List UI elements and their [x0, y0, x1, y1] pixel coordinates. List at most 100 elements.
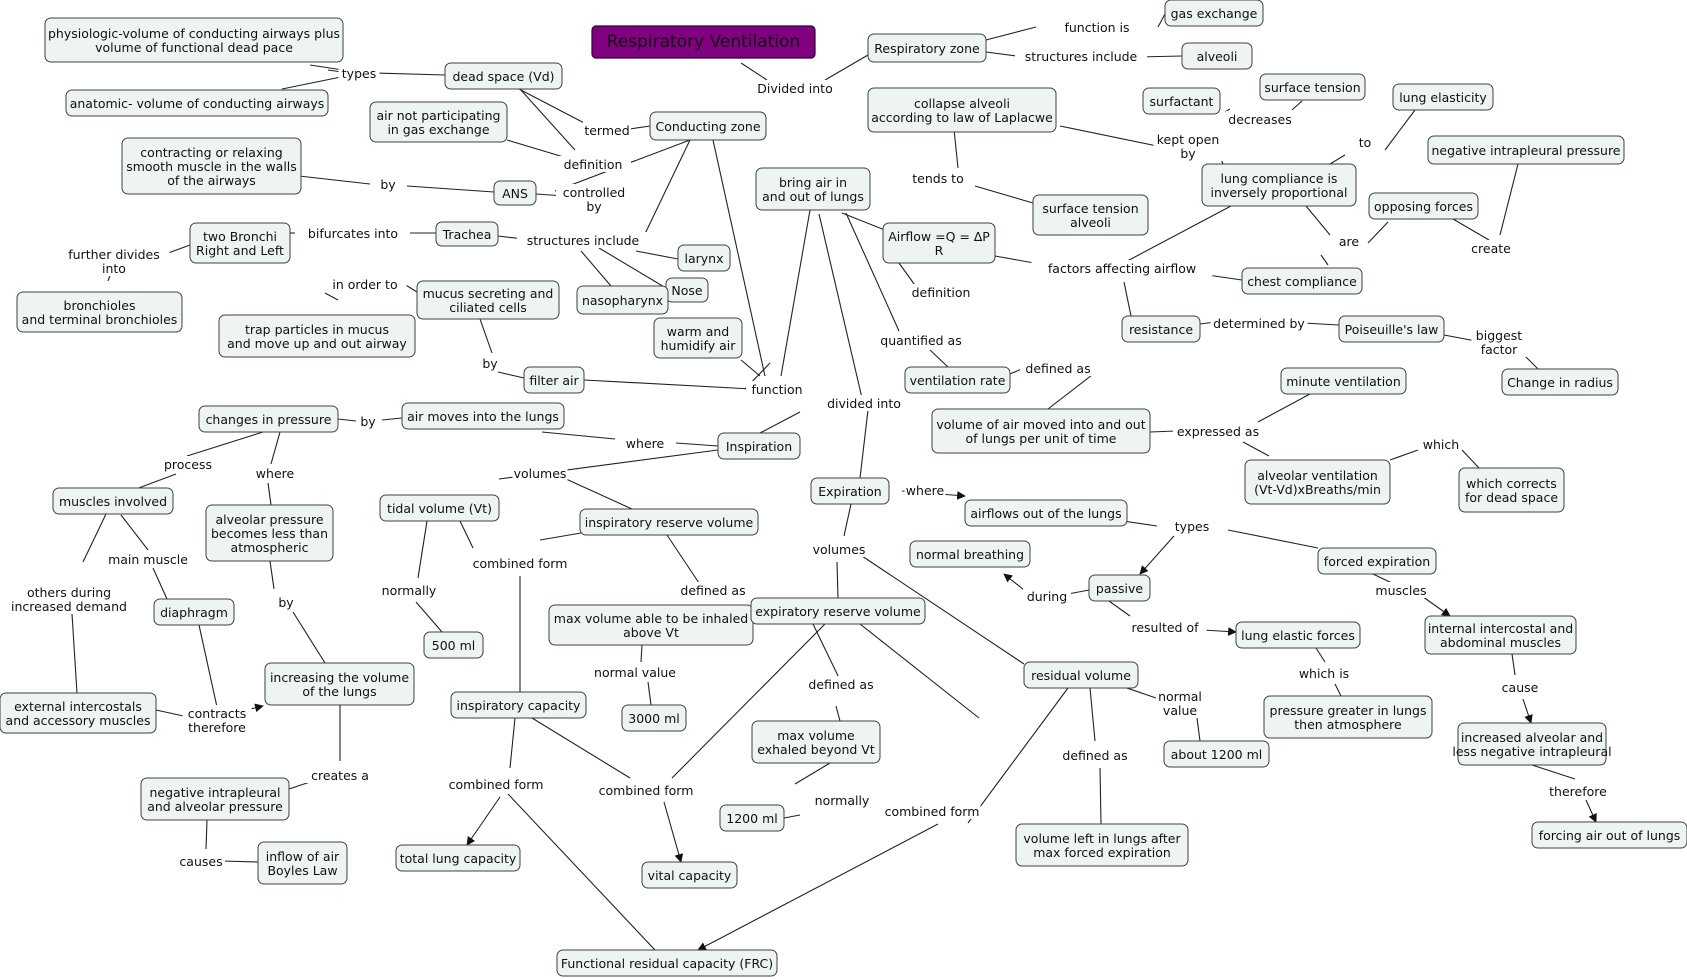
svg-text:combined form: combined form: [449, 777, 544, 792]
concept-passive: passive: [1088, 574, 1151, 602]
concept-filter: filter air: [523, 366, 585, 394]
svg-text:by: by: [278, 595, 294, 610]
concept-opposing: opposing forces: [1368, 192, 1479, 220]
svg-text:Respiratory zone: Respiratory zone: [874, 41, 980, 56]
connector-line: [759, 411, 801, 434]
connector-line: [507, 793, 656, 951]
connector-line: [135, 473, 177, 490]
connector-line: [1047, 374, 1093, 410]
connector-line: [281, 76, 342, 90]
svg-text:physiologic-volume of conducti: physiologic-volume of conducting airways…: [48, 26, 340, 55]
svg-text:tends to: tends to: [912, 171, 963, 186]
connector-line: [898, 262, 918, 289]
connector-line: [1302, 322, 1340, 326]
concept-airmoves: air moves into the lungs: [401, 402, 565, 430]
connector-line: [417, 520, 428, 579]
svg-text:Conducting zone: Conducting zone: [655, 119, 760, 134]
connector-line: [1108, 600, 1131, 617]
map-title: Respiratory Ventilation: [591, 25, 816, 59]
link-label-types-exp: types: [1171, 518, 1213, 534]
connector-line: [541, 431, 616, 440]
link-label-in-order-to: in order to: [323, 276, 407, 292]
link-label-where-exp: where: [904, 482, 946, 498]
connector-line: [1227, 529, 1319, 549]
connector-line: [186, 431, 264, 457]
connector-line: [583, 379, 753, 390]
concept-alvvent: alveolar ventilation(Vt-Vd)xBreaths/min: [1244, 459, 1391, 505]
concept-airout: airflows out of the lungs: [964, 499, 1128, 527]
svg-text:creates a: creates a: [311, 768, 369, 783]
connector-line: [509, 717, 516, 769]
link-label-normally-erv: normally: [811, 792, 873, 808]
svg-text:which is: which is: [1299, 666, 1349, 681]
connector-line: [929, 349, 949, 368]
svg-text:volumes: volumes: [813, 542, 866, 557]
svg-text:diaphragm: diaphragm: [160, 605, 228, 620]
connector-line: [859, 409, 869, 479]
connector-line: [1389, 449, 1419, 461]
svg-text:are: are: [1339, 234, 1360, 249]
connector-line: [783, 814, 801, 819]
svg-text:minute ventilation: minute ventilation: [1286, 374, 1401, 389]
svg-text:defined as: defined as: [808, 677, 873, 692]
concept-surfactant: surfactant: [1142, 87, 1221, 115]
connector-line: [1585, 799, 1597, 823]
link-label-quantified: quantified as: [872, 332, 970, 348]
link-label-which: which: [1420, 436, 1462, 452]
concept-rz: Respiratory zone: [867, 33, 987, 63]
link-label-combined-ic: combined form: [447, 776, 545, 792]
svg-text:process: process: [164, 457, 212, 472]
svg-text:Functional residual capacity (: Functional residual capacity (FRC): [561, 956, 773, 971]
svg-text:by: by: [360, 414, 376, 429]
svg-text:chest compliance: chest compliance: [1247, 274, 1357, 289]
svg-text:Divided into: Divided into: [757, 81, 832, 96]
connector-line: [518, 88, 591, 127]
svg-text:normally: normally: [382, 583, 437, 598]
concept-exp: Expiration: [810, 477, 890, 505]
svg-text:where: where: [256, 466, 295, 481]
svg-text:negative intrapleural pressure: negative intrapleural pressure: [1432, 143, 1621, 158]
svg-text:filter air: filter air: [529, 373, 579, 388]
connector-line: [835, 705, 841, 722]
connector-line: [374, 72, 446, 76]
link-label-termed: termed: [583, 122, 631, 138]
svg-text:about 1200 ml: about 1200 ml: [1171, 747, 1262, 762]
concept-ventrate: ventilation rate: [904, 366, 1011, 394]
concept-forcing: forcing air out of lungs: [1531, 821, 1687, 849]
concept-anat: anatomic- volume of conducting airways: [65, 89, 329, 117]
connector-line: [1089, 687, 1096, 742]
connector-line: [152, 567, 168, 600]
svg-text:Trachea: Trachea: [442, 227, 492, 242]
link-label-combined-tidal: combined form: [471, 555, 569, 571]
svg-text:surface tension: surface tension: [1264, 80, 1360, 95]
link-label-structures-include-cz: structures include: [517, 232, 649, 248]
concept-normbreath: normal breathing: [909, 540, 1031, 568]
svg-text:by: by: [482, 356, 498, 371]
svg-text:combined form: combined form: [473, 556, 568, 571]
svg-text:alveolar ventilation(Vt-Vd)xBr: alveolar ventilation(Vt-Vd)xBreaths/min: [1254, 468, 1381, 497]
link-label-to-elast: to: [1355, 134, 1375, 150]
svg-text:factors affecting airflow: factors affecting airflow: [1048, 261, 1196, 276]
link-label-resulted: resulted of: [1123, 619, 1207, 635]
connector-line: [120, 514, 149, 551]
connector-line: [675, 442, 719, 447]
link-label-which-is: which is: [1293, 665, 1355, 681]
svg-text:opposing forces: opposing forces: [1374, 199, 1473, 214]
connector-line: [565, 478, 633, 510]
link-label-function-cz: function: [746, 381, 808, 397]
